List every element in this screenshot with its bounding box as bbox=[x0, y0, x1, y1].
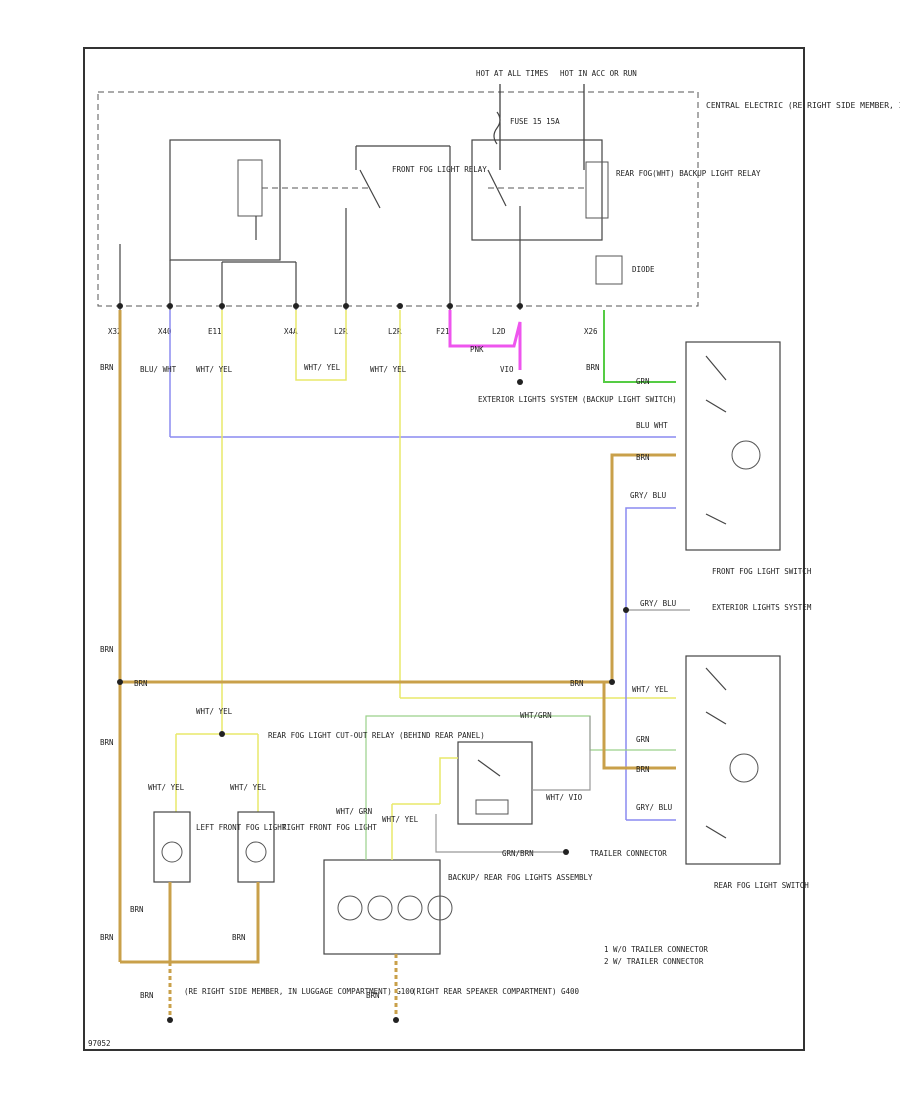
figure-id: 97052 bbox=[88, 1039, 111, 1048]
note-2: 2 W/ TRAILER CONNECTOR bbox=[604, 957, 704, 966]
wire-pink bbox=[448, 310, 522, 370]
wire-gry-blu bbox=[625, 507, 676, 820]
wire-grn-label: GRN bbox=[636, 377, 650, 386]
wire-wht-yel-7: WHT/ YEL bbox=[230, 783, 267, 792]
wire-brn-switch bbox=[610, 453, 676, 682]
left-front-fog-lamp bbox=[153, 811, 191, 883]
terminal-4: L2R bbox=[334, 327, 348, 336]
rear-fog-relay-contact bbox=[487, 169, 507, 207]
wire-pnk-label: PNK bbox=[470, 345, 484, 354]
wire-wht-yel-1: WHT/ YEL bbox=[196, 365, 233, 374]
wire-gry-blu-2: GRY/ BLU bbox=[640, 599, 676, 608]
front-fog-relay-coil bbox=[237, 159, 263, 217]
wire-wht-yel-4: WHT/ YEL bbox=[632, 685, 669, 694]
front-fog-relay-contact bbox=[359, 169, 381, 209]
left-front-fog-label: LEFT FRONT FOG LIGHT bbox=[196, 823, 287, 832]
wire-wht-yel-6: WHT/ YEL bbox=[148, 783, 185, 792]
front-fog-switch-label: FRONT FOG LIGHT SWITCH bbox=[712, 567, 812, 576]
backup-assembly-label: BACKUP/ REAR FOG LIGHTS ASSEMBLY bbox=[448, 873, 593, 882]
wire-blu-wht: BLU/ WHT bbox=[140, 365, 177, 374]
ground-left-label: (RE RIGHT SIDE MEMBER, IN LUGGAGE COMPAR… bbox=[184, 987, 415, 996]
wire-wht-grn-2: WHT/ GRN bbox=[336, 807, 372, 816]
front-fog-switch-box bbox=[685, 341, 781, 551]
exterior-lights-label: EXTERIOR LIGHTS SYSTEM bbox=[712, 603, 812, 612]
terminal-1: X40 bbox=[158, 327, 172, 336]
wire-brn-x26: BRN bbox=[586, 363, 600, 372]
hot-in-acc-label: HOT IN ACC OR RUN bbox=[560, 69, 637, 78]
terminal-6: F21 bbox=[436, 327, 450, 336]
trailer-connector-label: TRAILER CONNECTOR bbox=[590, 849, 667, 858]
terminal-5: L2R bbox=[388, 327, 402, 336]
rear-fog-relay-label: REAR FOG(WHT) BACKUP LIGHT RELAY bbox=[616, 169, 761, 178]
ground-brn-right: BRN bbox=[366, 991, 380, 1000]
wire-grn-2: GRN bbox=[636, 735, 650, 744]
diagram-frame bbox=[83, 47, 805, 1051]
terminal-2: E11 bbox=[208, 327, 222, 336]
wire-wht-yel-8: WHT/ YEL bbox=[382, 815, 419, 824]
terminal-0: X32 bbox=[108, 327, 122, 336]
right-front-fog-lamp bbox=[237, 811, 275, 883]
wire-brn-mid: BRN bbox=[100, 645, 114, 654]
wire-brn-b4: BRN bbox=[140, 991, 154, 1000]
wire-brn-b3: BRN bbox=[100, 933, 114, 942]
terminal-8: X26 bbox=[584, 327, 598, 336]
wire-brn-b2: BRN bbox=[232, 933, 246, 942]
note-1: 1 W/O TRAILER CONNECTOR bbox=[604, 945, 708, 954]
wire-green bbox=[603, 310, 676, 383]
wire-brn-b1: BRN bbox=[130, 905, 144, 914]
ground-right-label: (RIGHT REAR SPEAKER COMPARTMENT) G400 bbox=[412, 987, 580, 996]
wire-gry-blu-label: GRY/ BLU bbox=[630, 491, 666, 500]
wire-wht-yel-3: WHT/ YEL bbox=[370, 365, 407, 374]
front-fog-relay-outline bbox=[169, 139, 281, 261]
wire-wht-yel-5: WHT/ YEL bbox=[196, 707, 233, 716]
wire-grn-brn: GRN/BRN bbox=[502, 849, 534, 858]
fuse-label: FUSE 15 15A bbox=[510, 117, 560, 126]
wire-wht-vio: WHT/ VIO bbox=[546, 793, 583, 802]
wire-wht-grn-label: WHT/GRN bbox=[520, 711, 552, 720]
wire-brn-h2: BRN bbox=[570, 679, 584, 688]
cutout-relay-coil bbox=[475, 799, 509, 815]
wire-brn-h: BRN bbox=[134, 679, 148, 688]
fuse-symbol bbox=[493, 111, 501, 145]
wire-brn-right: BRN bbox=[636, 453, 650, 462]
wire-brn-left: BRN bbox=[100, 363, 114, 372]
right-front-fog-label: RIGHT FRONT FOG LIGHT bbox=[282, 823, 377, 832]
rear-fog-switch-box bbox=[685, 655, 781, 865]
diode-symbol bbox=[595, 255, 623, 285]
rear-fog-switch-label: REAR FOG LIGHT SWITCH bbox=[714, 881, 809, 890]
wire-blu-wht-right: BLU WHT bbox=[636, 421, 668, 430]
cutout-relay-box bbox=[457, 741, 533, 825]
terminal-3: X4A bbox=[284, 327, 298, 336]
wire-brn-3: BRN bbox=[636, 765, 650, 774]
wire-brn-rear bbox=[602, 682, 676, 770]
backup-assembly-box bbox=[323, 859, 441, 955]
front-fog-switch-lamp bbox=[731, 440, 761, 470]
central-box-label: CENTRAL ELECTRIC (RE RIGHT SIDE MEMBER, … bbox=[706, 101, 900, 110]
rear-fog-relay-coil bbox=[585, 161, 609, 219]
rear-fog-relay-cutout-label: REAR FOG LIGHT CUT-OUT RELAY (BEHIND REA… bbox=[268, 731, 485, 740]
rear-fog-switch-lamp bbox=[729, 753, 759, 783]
wire-wht-yel-2: WHT/ YEL bbox=[304, 363, 341, 372]
wire-gry-blu-3: GRY/ BLU bbox=[636, 803, 672, 812]
wire-brn-mid2: BRN bbox=[100, 738, 114, 747]
rear-fog-relay-outline bbox=[471, 139, 603, 241]
hot-at-all-times-label: HOT AT ALL TIMES bbox=[476, 69, 549, 78]
front-fog-relay-label: FRONT FOG LIGHT RELAY bbox=[392, 165, 487, 174]
wire-vio: VIO bbox=[500, 365, 514, 374]
diode-label: DIODE bbox=[632, 265, 655, 274]
terminal-7: L2D bbox=[492, 327, 506, 336]
exterior-backup-label: EXTERIOR LIGHTS SYSTEM (BACKUP LIGHT SWI… bbox=[478, 395, 677, 404]
